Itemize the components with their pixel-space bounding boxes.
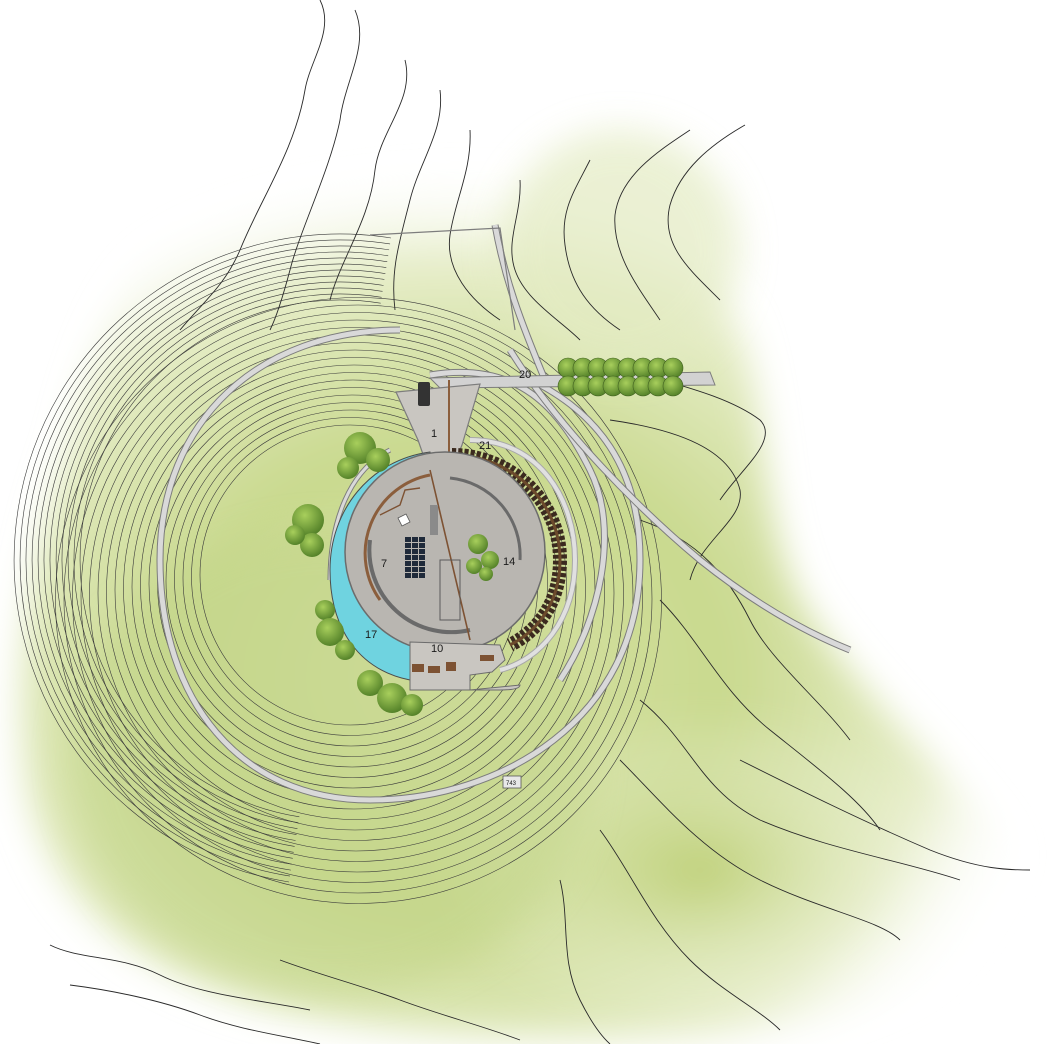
elevation-marker-box bbox=[502, 775, 522, 789]
solar-panel bbox=[405, 561, 411, 566]
label-20: 20 bbox=[519, 369, 531, 381]
terrace-ring bbox=[123, 357, 586, 820]
solar-panel bbox=[412, 573, 418, 578]
solar-panel bbox=[405, 543, 411, 548]
solar-panel bbox=[419, 561, 425, 566]
label-1: 1 bbox=[431, 428, 437, 440]
terrace-ring bbox=[80, 319, 634, 873]
outer-terrace-arc bbox=[49, 269, 386, 847]
tree-icon bbox=[662, 357, 684, 379]
solar-panel bbox=[419, 549, 425, 554]
central-plaza bbox=[344, 451, 546, 653]
solar-panel bbox=[419, 573, 425, 578]
solar-panel bbox=[419, 543, 425, 548]
label-17: 17 bbox=[365, 629, 377, 641]
solar-array-icon bbox=[405, 537, 425, 578]
solar-panel bbox=[419, 555, 425, 560]
solar-panel bbox=[412, 567, 418, 572]
tree-row bbox=[557, 357, 684, 397]
terrace-ring bbox=[72, 312, 643, 883]
solar-panel bbox=[405, 537, 411, 542]
outer-terrace-arc bbox=[43, 263, 387, 853]
solar-panel bbox=[405, 555, 411, 560]
tree-icon bbox=[466, 534, 499, 581]
solar-panel bbox=[419, 537, 425, 542]
terrace-ring bbox=[89, 327, 624, 862]
scattered-trees bbox=[285, 432, 423, 716]
solar-panel bbox=[412, 537, 418, 542]
tree-icon bbox=[662, 375, 684, 397]
solar-panel bbox=[412, 549, 418, 554]
terrace-ring bbox=[131, 364, 577, 810]
contour-lines bbox=[49, 0, 1031, 1044]
outer-terrace-arc bbox=[79, 299, 381, 818]
outer-terrace-arc bbox=[37, 257, 388, 859]
south-annex bbox=[409, 641, 521, 691]
terrace-ring bbox=[63, 304, 653, 894]
solar-panel bbox=[419, 567, 425, 572]
terrace-ring bbox=[106, 342, 605, 841]
label-21: 21 bbox=[479, 440, 491, 452]
plan-labels: 1 7 10 14 17 20 21 743 bbox=[365, 369, 531, 787]
solar-panel bbox=[412, 555, 418, 560]
planting-arc bbox=[451, 437, 579, 673]
outer-terrace-arc bbox=[31, 251, 389, 865]
solar-panel bbox=[412, 561, 418, 566]
label-743: 743 bbox=[506, 781, 517, 787]
parking-icon bbox=[418, 382, 430, 406]
outer-terrace-arc bbox=[73, 293, 382, 824]
solar-panel bbox=[412, 543, 418, 548]
label-7: 7 bbox=[381, 558, 387, 570]
solar-panel bbox=[405, 573, 411, 578]
solar-panel bbox=[405, 549, 411, 554]
label-14: 14 bbox=[503, 556, 515, 568]
solar-panel bbox=[405, 567, 411, 572]
label-10: 10 bbox=[431, 643, 443, 655]
terrace-ring bbox=[55, 297, 662, 904]
